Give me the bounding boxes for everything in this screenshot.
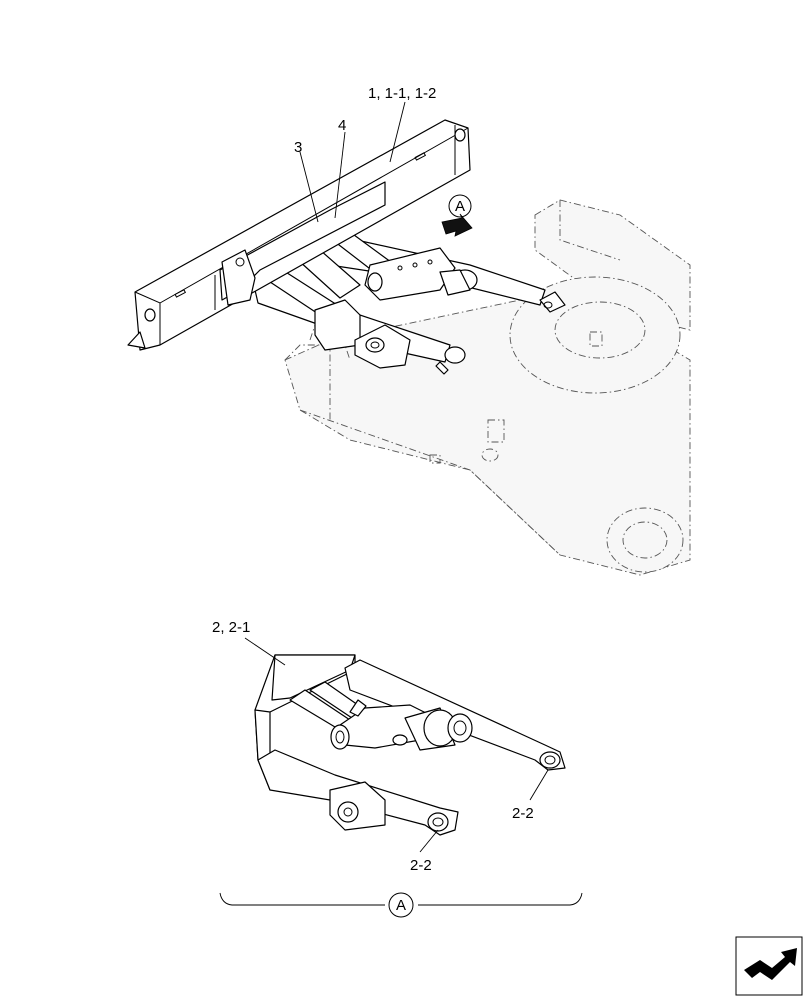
callout-part-4: 4 (338, 117, 346, 134)
dozer-blade (127, 119, 471, 351)
detail-bracket: A (219, 892, 583, 918)
callout-blade: 1, 1-1, 1-2 (368, 85, 436, 102)
next-page-arrow-icon[interactable] (735, 936, 803, 996)
dozer-frame-upper (253, 217, 566, 375)
detail-view-label: A (396, 897, 406, 914)
callout-bushing-right: 2-2 (512, 805, 534, 822)
view-arrow-label: A (455, 198, 465, 215)
leaders-detail (244, 637, 549, 853)
callout-bushing-bottom: 2-2 (410, 857, 432, 874)
callout-frame: 2, 2-1 (212, 619, 250, 636)
leaders-upper (299, 101, 406, 223)
callout-part-3: 3 (294, 139, 302, 156)
lower-track-frame (284, 199, 691, 576)
view-arrow-a: A (441, 194, 473, 237)
dozer-frame-detail (254, 654, 566, 836)
